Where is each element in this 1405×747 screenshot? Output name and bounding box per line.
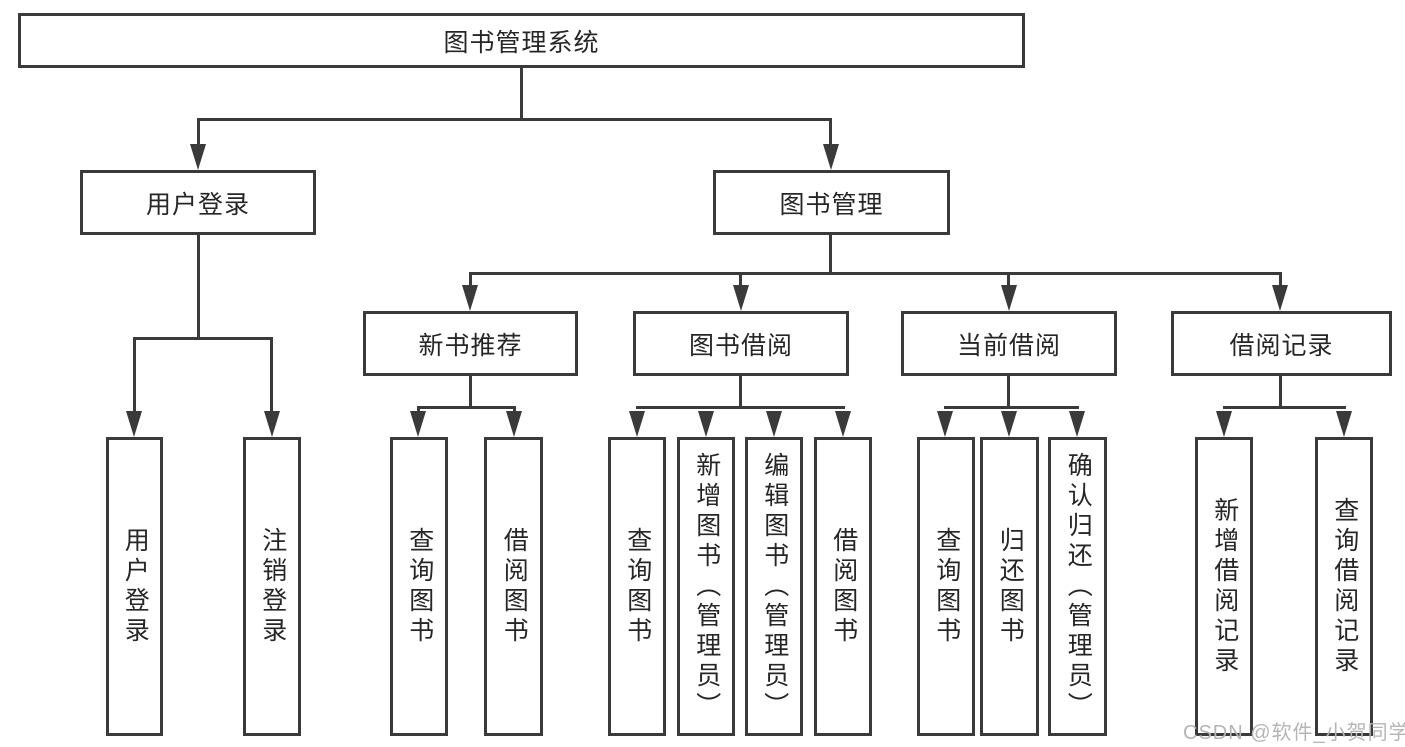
leaf-record-add-label: 新增借阅记录: [1210, 496, 1239, 677]
csdn-watermark: CSDN @软件_小贺同学: [1183, 722, 1405, 744]
leaf-borrow-query-label: 查询图书: [623, 526, 652, 647]
leaf-record-query: 查询借阅记录: [1315, 437, 1373, 736]
arrowhead-icon: [1216, 411, 1232, 437]
arrowhead-icon: [264, 411, 280, 437]
node-book-mgmt: 图书管理: [713, 170, 950, 235]
node-new-book-label: 新书推荐: [418, 331, 523, 360]
node-borrow-record: 借阅记录: [1171, 311, 1392, 376]
leaf-current-return-label: 归还图书: [996, 526, 1025, 647]
leaf-borrow-add: 新增图书（管理员）: [677, 437, 735, 736]
leaf-record-query-label: 查询借阅记录: [1330, 496, 1359, 677]
node-current-borrow: 当前借阅: [901, 311, 1117, 376]
node-user-login: 用户登录: [80, 170, 316, 235]
leaf-current-confirm-label: 确认归还（管理员）: [1064, 451, 1093, 722]
connector-line: [829, 235, 832, 274]
connector-line: [739, 376, 742, 408]
leaf-record-add: 新增借阅记录: [1195, 437, 1253, 736]
leaf-logout: 注销登录: [243, 437, 301, 736]
leaf-user-login: 用户登录: [106, 437, 163, 736]
leaf-borrow-borrow-label: 借阅图书: [829, 526, 858, 647]
connector-line: [197, 235, 200, 337]
leaf-newbook-query-label: 查询图书: [405, 526, 434, 647]
arrowhead-icon: [506, 411, 522, 437]
connector-line: [1007, 272, 1010, 290]
leaf-current-confirm: 确认归还（管理员）: [1048, 437, 1107, 736]
arrowhead-icon: [1001, 411, 1017, 437]
leaf-borrow-query: 查询图书: [608, 437, 666, 736]
connector-line: [133, 337, 273, 340]
connector-line: [417, 406, 516, 409]
connector-line: [197, 118, 200, 148]
leaf-borrow-borrow: 借阅图书: [814, 437, 872, 736]
connector-line: [944, 406, 1079, 409]
leaf-newbook-borrow-label: 借阅图书: [500, 526, 529, 647]
leaf-newbook-query: 查询图书: [390, 437, 448, 736]
arrowhead-icon: [835, 411, 851, 437]
leaf-borrow-edit: 编辑图书（管理员）: [745, 437, 803, 736]
arrowhead-icon: [823, 144, 839, 170]
connector-line: [1279, 376, 1282, 408]
node-new-book: 新书推荐: [363, 311, 578, 376]
connector-line: [1279, 272, 1282, 290]
node-borrow-record-label: 借阅记录: [1229, 331, 1334, 360]
arrowhead-icon: [462, 285, 478, 311]
node-current-borrow-label: 当前借阅: [956, 331, 1061, 360]
node-root: 图书管理系统: [18, 13, 1025, 68]
arrowhead-icon: [733, 285, 749, 311]
leaf-newbook-borrow: 借阅图书: [484, 437, 543, 736]
connector-line: [636, 406, 845, 409]
connector-line: [829, 118, 832, 148]
connector-line: [739, 272, 742, 290]
leaf-logout-label: 注销登录: [258, 526, 287, 647]
arrowhead-icon: [629, 411, 645, 437]
arrowhead-icon: [766, 411, 782, 437]
arrowhead-icon: [1001, 285, 1017, 311]
node-root-label: 图书管理系统: [443, 28, 600, 57]
arrowhead-icon: [126, 411, 142, 437]
connector-line: [270, 337, 273, 415]
arrowhead-icon: [1069, 411, 1085, 437]
arrowhead-icon: [1336, 411, 1352, 437]
arrowhead-icon: [410, 411, 426, 437]
arrowhead-icon: [698, 411, 714, 437]
node-book-borrow: 图书借阅: [633, 311, 849, 376]
leaf-borrow-add-label: 新增图书（管理员）: [692, 451, 721, 722]
leaf-current-query: 查询图书: [917, 437, 975, 736]
arrowhead-icon: [190, 144, 206, 170]
node-user-login-label: 用户登录: [145, 190, 250, 219]
connector-line: [133, 337, 136, 415]
arrowhead-icon: [937, 411, 953, 437]
leaf-current-return: 归还图书: [980, 437, 1039, 736]
leaf-user-login-label: 用户登录: [121, 526, 150, 647]
connector-line: [520, 66, 523, 118]
connector-line: [469, 272, 1282, 275]
leaf-borrow-edit-label: 编辑图书（管理员）: [760, 451, 789, 722]
node-book-borrow-label: 图书借阅: [688, 331, 793, 360]
connector-line: [469, 272, 472, 290]
connector-line: [1223, 406, 1346, 409]
connector-line: [197, 118, 832, 121]
leaf-current-query-label: 查询图书: [932, 526, 961, 647]
connector-line: [1007, 374, 1010, 408]
arrowhead-icon: [1272, 285, 1288, 311]
node-book-mgmt-label: 图书管理: [779, 190, 884, 219]
connector-line: [469, 376, 472, 408]
